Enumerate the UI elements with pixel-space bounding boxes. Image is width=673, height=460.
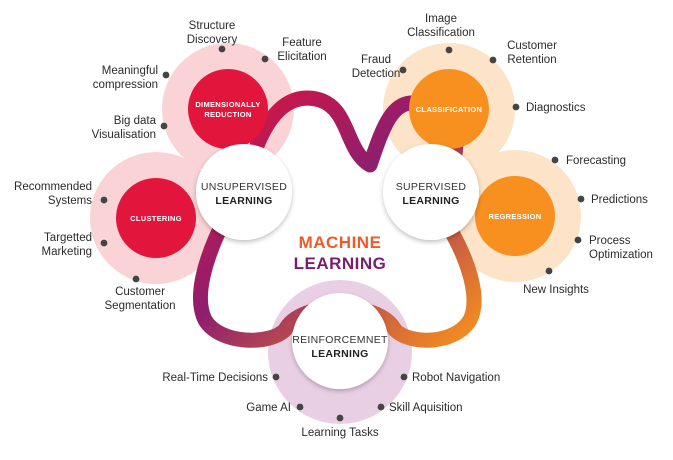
label-process-optimization-2: Optimization xyxy=(589,249,653,261)
dot-fraud-detection xyxy=(399,66,407,74)
label-new-insights: New Insights xyxy=(523,284,589,296)
regression-label: REGRESSION xyxy=(488,212,541,221)
label-structure-discovery-2: Discovery xyxy=(187,34,238,46)
label-robot-navigation: Robot Navigation xyxy=(412,372,500,384)
reinforcement-label-1: REINFORCEMNET xyxy=(292,334,388,346)
supervised-circle xyxy=(383,144,479,240)
dot-skill-aquisition xyxy=(377,403,385,411)
label-game-ai: Game AI xyxy=(246,402,291,414)
label-recommended-systems-2: Systems xyxy=(48,195,92,207)
label-fraud-detection-1: Fraud xyxy=(361,54,391,66)
label-big-data-2: Visualisation xyxy=(92,129,156,141)
dot-meaningful-compression xyxy=(162,71,170,79)
label-forecasting: Forecasting xyxy=(566,155,626,167)
dot-robot-navigation xyxy=(400,373,408,381)
label-structure-discovery-1: Structure xyxy=(189,20,236,32)
dot-new-insights xyxy=(545,267,553,275)
dot-targetted-marketing xyxy=(100,239,108,247)
supervised-label-2: LEARNING xyxy=(402,195,459,207)
label-feature-elicitation-2: Elicitation xyxy=(277,51,326,63)
label-customer-retention-1: Customer xyxy=(507,40,557,52)
dot-customer-retention xyxy=(489,56,497,64)
dimensionality-circle xyxy=(188,69,268,149)
connector-dots xyxy=(100,45,585,422)
label-meaningful-compression-1: Meaningful xyxy=(102,65,158,77)
label-targetted-marketing-1: Targetted xyxy=(44,232,92,244)
clustering-label: CLUSTERING xyxy=(130,214,182,223)
dot-predictions xyxy=(577,195,585,203)
label-customer-retention-2: Retention xyxy=(507,54,556,66)
classification-label: CLASSIFICATION xyxy=(416,105,483,114)
dot-structure-discovery xyxy=(218,45,226,53)
dimensionality-label-1: DIMENSIONALLY xyxy=(195,100,260,109)
dot-big-data xyxy=(160,122,168,130)
dot-game-ai xyxy=(296,403,304,411)
label-targetted-marketing-2: Marketing xyxy=(42,246,93,258)
unsupervised-label-2: LEARNING xyxy=(215,195,272,207)
label-process-optimization-1: Process xyxy=(589,235,631,247)
title-machine: MACHINE xyxy=(299,233,382,252)
title-learning: LEARNING xyxy=(294,254,387,273)
dot-real-time xyxy=(272,373,280,381)
dot-recommended-systems xyxy=(100,196,108,204)
label-real-time-decisions: Real-Time Decisions xyxy=(162,372,268,384)
dot-forecasting xyxy=(551,156,559,164)
dot-learning-tasks xyxy=(336,414,344,422)
label-predictions: Predictions xyxy=(591,194,648,206)
dimensionality-label-2: REDUCTION xyxy=(204,110,251,119)
unsupervised-label-1: UNSUPERVISED xyxy=(201,181,287,193)
regression-circle xyxy=(475,176,555,256)
label-skill-aquisition: Skill Aquisition xyxy=(389,402,463,414)
label-learning-tasks: Learning Tasks xyxy=(301,427,378,439)
label-customer-segmentation-1: Customer xyxy=(115,286,165,298)
unsupervised-circle xyxy=(196,144,292,240)
label-meaningful-compression-2: compression xyxy=(93,79,158,91)
dot-diagnostics xyxy=(512,103,520,111)
ribbon-loop xyxy=(193,90,482,348)
reinforcement-circle xyxy=(292,293,388,389)
dot-process-optimization xyxy=(574,236,582,244)
label-diagnostics: Diagnostics xyxy=(526,102,586,114)
classification-circle xyxy=(409,69,489,149)
supervised-label-1: SUPERVISED xyxy=(396,181,467,193)
label-recommended-systems-1: Recommended xyxy=(14,181,92,193)
label-image-classification-1: Image xyxy=(425,13,457,25)
label-fraud-detection-2: Detection xyxy=(352,68,401,80)
label-customer-segmentation-2: Segmentation xyxy=(105,300,176,312)
label-feature-elicitation-1: Feature xyxy=(282,37,322,49)
clustering-circle xyxy=(116,178,196,258)
dot-customer-segmentation xyxy=(132,275,140,283)
dot-feature-elicitation xyxy=(261,55,269,63)
label-image-classification-2: Classification xyxy=(407,27,475,39)
label-big-data-1: Big data xyxy=(114,115,157,127)
reinforcement-label-2: LEARNING xyxy=(311,348,368,360)
dot-image-classification xyxy=(445,46,453,54)
